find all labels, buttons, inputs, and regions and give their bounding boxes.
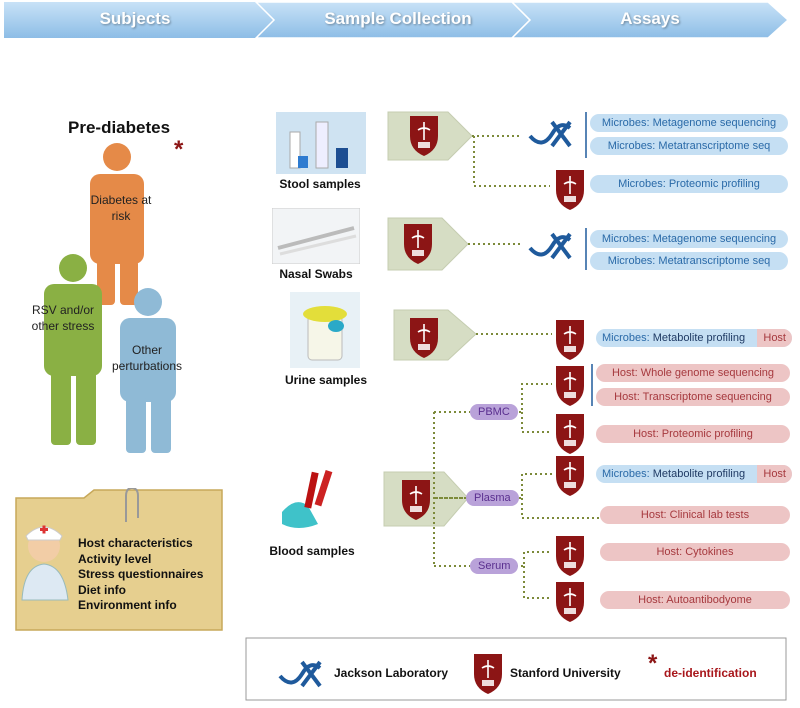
stool-samples-image [276,112,366,174]
assay-metabolite-text: Metabolite profiling [649,332,746,344]
assay-nasal-metagenome: Microbes: Metagenome sequencing [590,230,788,248]
jackson-lab-logo-icon [528,120,572,148]
stanford-shield-icon [555,455,585,497]
header-chevron-subjects [4,2,274,38]
urine-samples-image [290,292,360,368]
assay-pbmc-wgs: Host: Whole genome sequencing [596,364,790,382]
blood-samples-image [278,466,342,532]
legend-box [245,637,787,701]
figure-label-rsv-stress: RSV and/or other stress [31,303,95,333]
assay-plasma-clinical: Host: Clinical lab tests [600,506,790,524]
deidentification-asterisk: * [174,136,184,163]
assay-serum-cytokines: Host: Cytokines [600,543,790,561]
legend-deidentification-label: de-identification [664,666,757,680]
person-blue-icon [120,288,176,453]
person-orange-icon [90,143,144,305]
urine-samples-label: Urine samples [284,373,368,387]
folder-item: Diet info [78,582,126,597]
folder-item: Activity level [78,551,152,566]
assay-microbes-prefix: Microbes: [602,468,650,480]
assay-metabolite-text: Metabolite profiling [649,468,746,480]
header-subjects: Subjects [99,9,171,28]
legend-jackson-label: Jackson Laboratory [334,666,449,680]
assay-pbmc-proteomic: Host: Proteomic profiling [596,425,790,443]
assay-serum-autoantibody: Host: Autoantibodyome [600,591,790,609]
legend-stanford-label: Stanford University [510,666,621,680]
stanford-shield-icon [555,413,585,455]
assay-urine-metabolite: Microbes: Metabolite profiling Host [596,329,792,347]
nasal-swabs-image [272,208,360,264]
folder-item: Host characteristics [78,536,193,550]
assay-stool-proteomic: Microbes: Proteomic profiling [590,175,788,193]
figure-label-other-perturbations: Other perturbations [111,343,183,373]
folder-graphic [15,488,223,631]
stanford-shield-icon [555,319,585,361]
header-chevron-assays [510,1,790,39]
pbmc-connector [514,383,552,433]
header-sample-collection: Sample Collection [324,9,472,28]
serum-connector [516,551,552,599]
stanford-shield-icon [555,535,585,577]
nurse-avatar-icon [21,525,69,601]
header-assays: Assays [620,9,680,28]
assay-host-tag: Host [757,465,792,483]
stanford-shield-icon [555,169,585,211]
blood-connector [433,411,470,567]
folder-info-list: Host characteristics Activity level Stre… [78,536,203,614]
folder-item: Environment info [78,598,177,612]
assay-plasma-metabolite: Microbes: Metabolite profiling Host [596,465,792,483]
legend-asterisk: * [648,650,658,677]
assay-nasal-metatranscriptome: Microbes: Metatranscriptome seq [590,252,788,270]
blood-samples-label: Blood samples [269,544,355,558]
jackson-lab-logo-icon [528,232,572,260]
folder-item: Stress questionnaires [78,567,204,581]
nasal-swabs-label: Nasal Swabs [279,267,353,281]
people-figures [44,143,176,453]
assay-pbmc-transcriptome: Host: Transcriptome sequencing [596,388,790,406]
stanford-shield-icon [555,365,585,407]
assay-microbes-prefix: Microbes: [602,332,650,344]
branch-pbmc: PBMC [470,404,518,420]
branch-plasma: Plasma [466,490,519,506]
paperclip-icon [125,488,139,522]
stool-samples-label: Stool samples [279,177,361,191]
branch-serum: Serum [470,558,519,574]
plasma-connector [514,473,600,519]
pre-diabetes-title: Pre-diabetes [68,118,171,137]
assay-host-tag: Host [757,329,792,347]
assay-stool-metagenome: Microbes: Metagenome sequencing [590,114,788,132]
stool-connector [472,135,550,187]
person-green-icon [44,254,102,445]
figure-label-diabetes-at-risk: Diabetes at risk [90,193,152,223]
header-chevrons [4,1,790,39]
stanford-shield-icon [555,581,585,623]
assay-stool-metatranscriptome: Microbes: Metatranscriptome seq [590,137,788,155]
